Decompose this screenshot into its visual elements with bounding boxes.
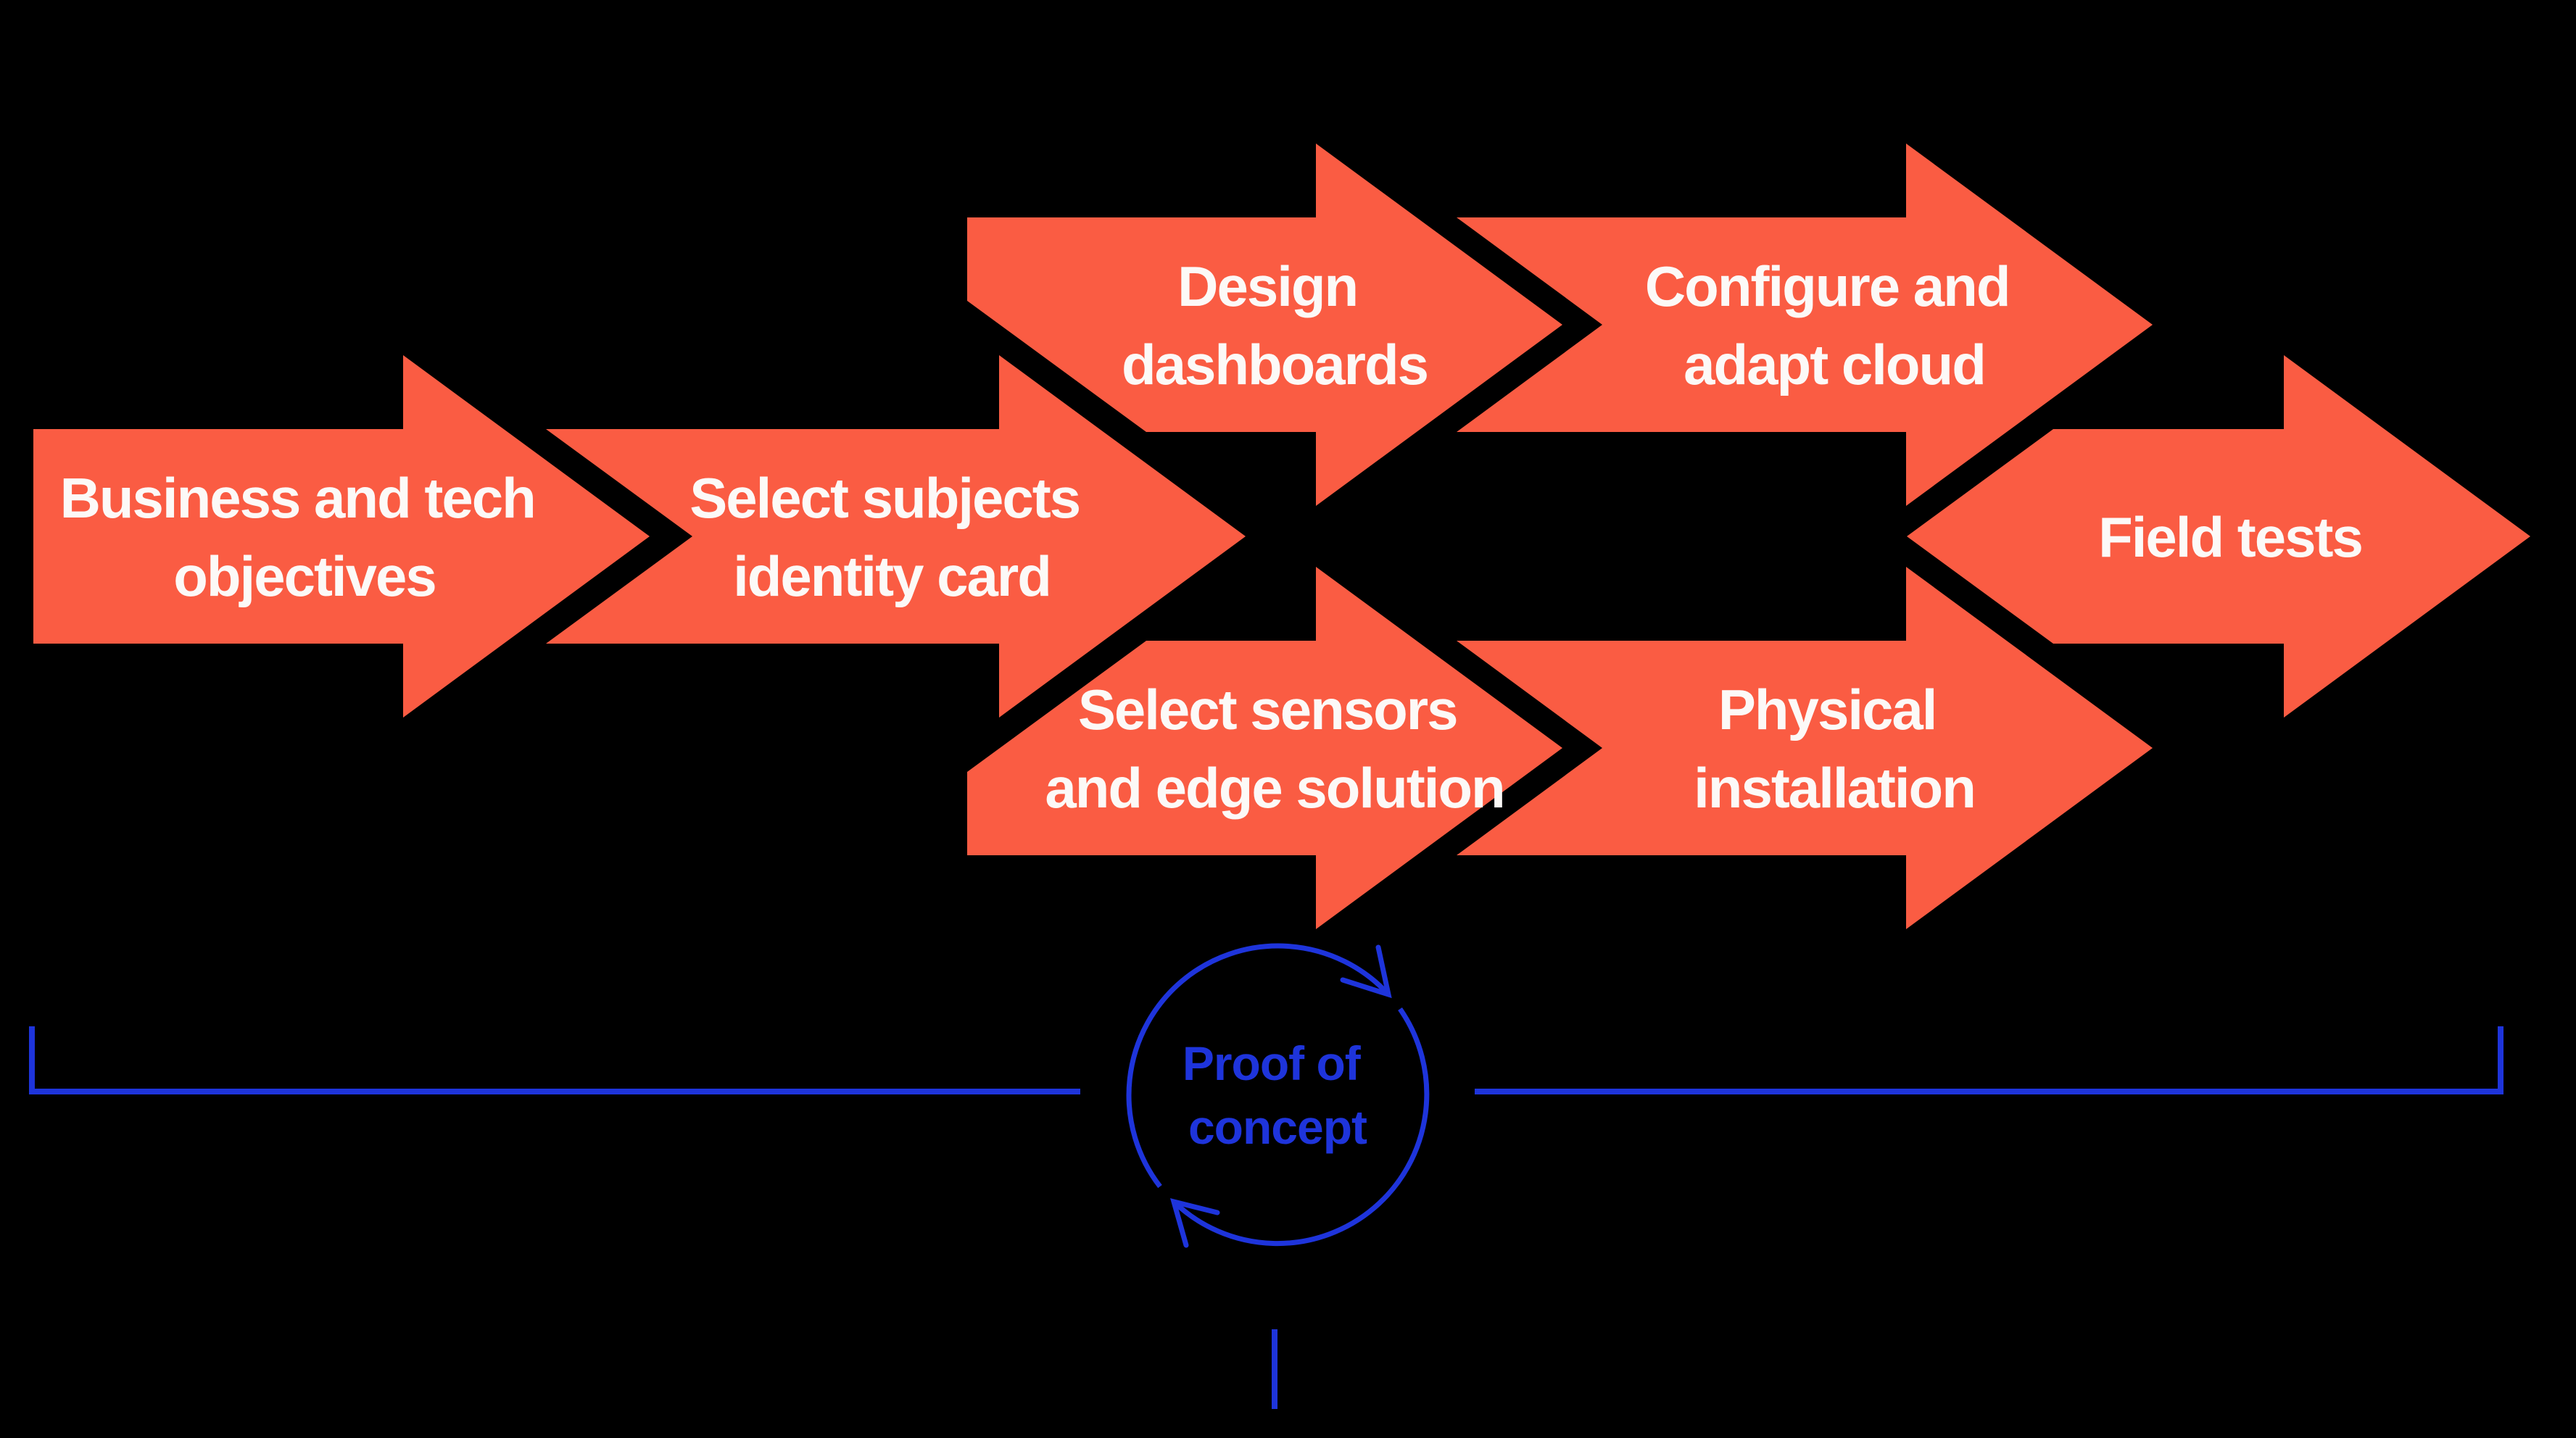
flow-step-business-and-tech-objectives: Business and tech objectives bbox=[33, 355, 650, 718]
step-label: Select subjects identity card bbox=[689, 466, 1094, 608]
flow-step-select-sensors-and-edge-solution: Select sensors and edge solution bbox=[967, 567, 1562, 929]
block-arrow-shape bbox=[33, 355, 650, 718]
block-arrow-shape bbox=[1907, 355, 2530, 718]
cycle-arrow-top-icon bbox=[1340, 944, 1392, 999]
flow-step-field-tests: Field tests bbox=[1907, 355, 2530, 718]
block-arrow-shape bbox=[546, 355, 1246, 718]
flow-step-physical-installation: Physical installation bbox=[1457, 567, 2153, 929]
proof-of-concept-cycle: Proof of concept bbox=[1126, 943, 1430, 1248]
step-label: Business and tech objectives bbox=[60, 466, 550, 608]
step-label: Physical installation bbox=[1694, 678, 1975, 820]
block-arrow-shape bbox=[967, 144, 1562, 506]
flow-step-design-dashboards: Design dashboards bbox=[967, 144, 1562, 506]
step-label: Field tests bbox=[2098, 505, 2362, 569]
step-label: Design dashboards bbox=[1122, 254, 1428, 396]
poc-bracket bbox=[29, 1026, 2503, 1409]
step-label: Select sensors and edge solution bbox=[1045, 678, 1504, 820]
block-arrow-shape bbox=[1457, 144, 2153, 506]
cycle-arc-top bbox=[1126, 943, 1391, 1189]
block-arrow-shape bbox=[1457, 567, 2153, 929]
cycle-arc-bottom bbox=[1172, 1007, 1430, 1247]
flow-step-select-subjects-identity-card: Select subjects identity card bbox=[546, 355, 1246, 718]
block-arrow-shape bbox=[967, 567, 1562, 929]
cycle-arrow-bottom-icon bbox=[1169, 1198, 1220, 1248]
flow-step-configure-and-adapt-cloud: Configure and adapt cloud bbox=[1457, 144, 2153, 506]
step-label: Configure and adapt cloud bbox=[1645, 254, 2024, 396]
proof-of-concept-label: Proof of concept bbox=[1183, 1036, 1372, 1154]
